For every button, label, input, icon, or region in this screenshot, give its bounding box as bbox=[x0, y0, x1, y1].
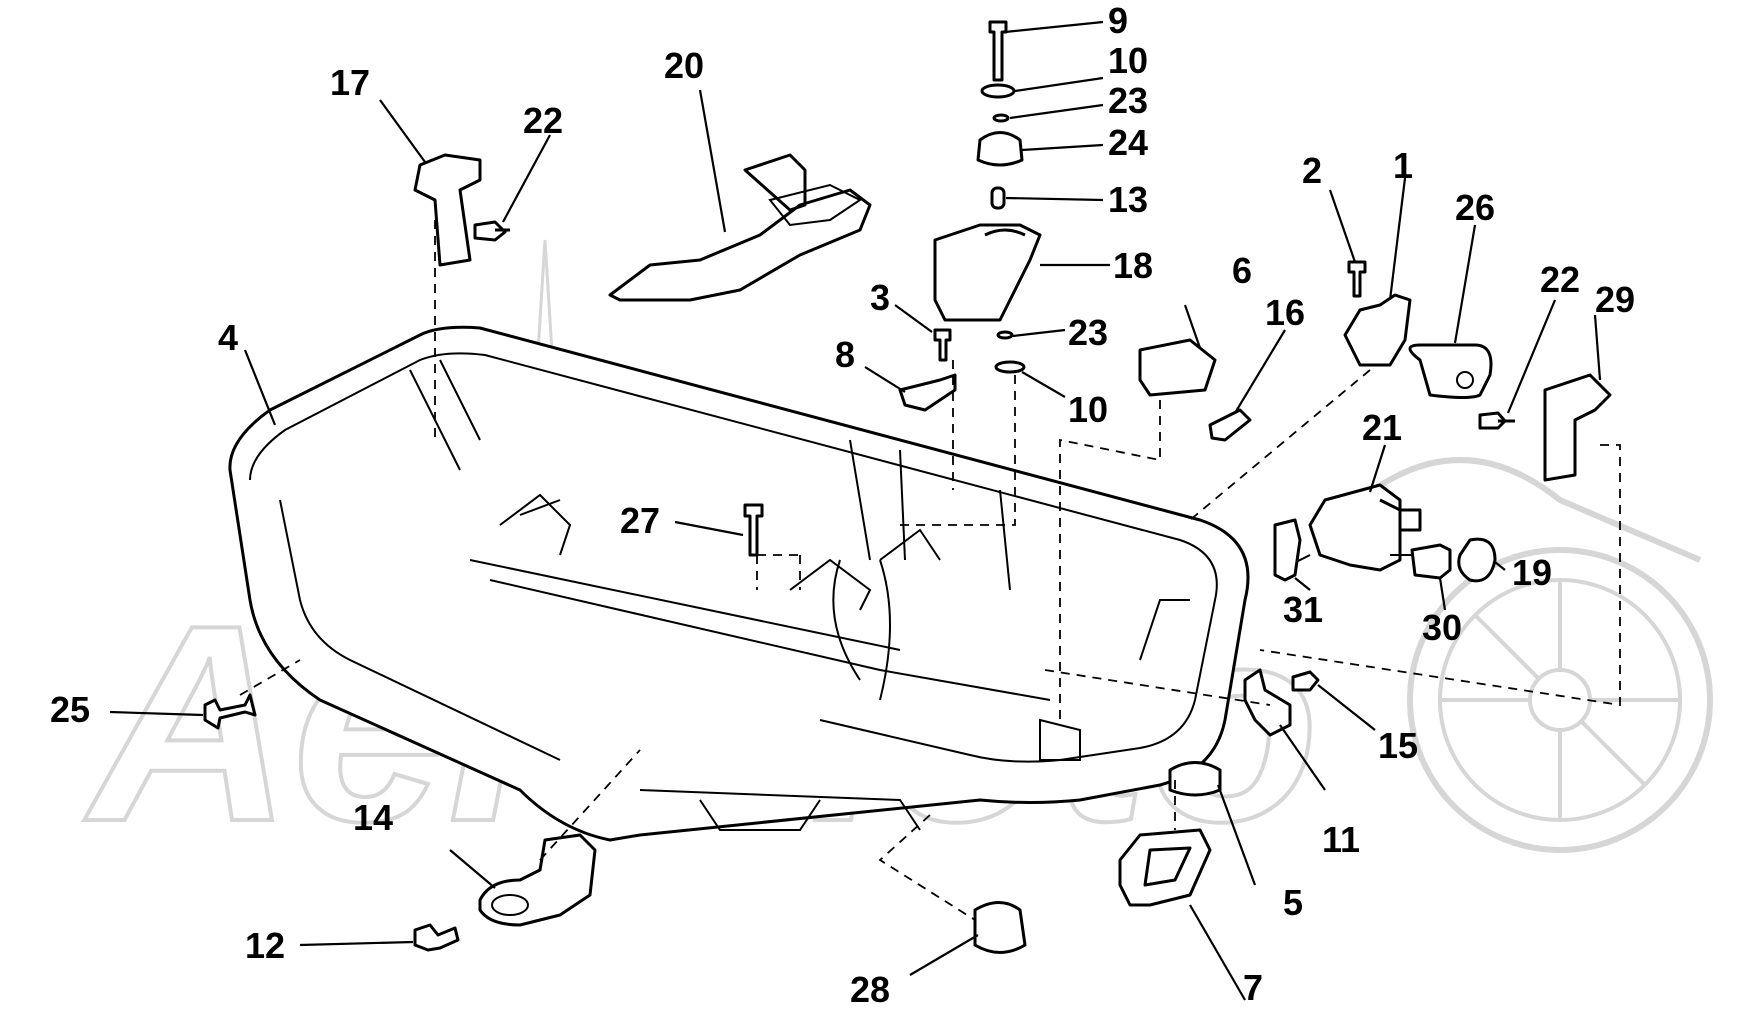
part-11-bracket bbox=[1243, 668, 1292, 737]
part-31-gasket bbox=[1273, 518, 1302, 582]
callout-28: 28 bbox=[850, 969, 890, 1010]
callout-25: 25 bbox=[50, 689, 90, 730]
part-9-bolt bbox=[988, 20, 1008, 82]
part-17-latch bbox=[413, 153, 482, 267]
callout-15: 15 bbox=[1378, 725, 1418, 766]
part-10-washer-top bbox=[980, 83, 1016, 99]
part-2-screw bbox=[1347, 260, 1367, 298]
callout-20: 20 bbox=[664, 45, 704, 86]
leader-lines bbox=[109, 20, 1602, 1001]
part-23-washer-low bbox=[996, 330, 1014, 340]
part-7-bumper bbox=[1118, 828, 1212, 907]
callout-19: 19 bbox=[1512, 552, 1552, 593]
callout-22-left: 22 bbox=[523, 100, 563, 141]
callout-24: 24 bbox=[1108, 122, 1148, 163]
callout-labels: 1 2 3 4 5 6 7 8 9 10 10 11 12 13 14 15 1… bbox=[50, 0, 1635, 1010]
callout-3: 3 bbox=[870, 277, 890, 318]
callout-29: 29 bbox=[1595, 279, 1635, 320]
callout-2: 2 bbox=[1302, 150, 1322, 191]
callout-17: 17 bbox=[330, 62, 370, 103]
callout-6: 6 bbox=[1232, 250, 1252, 291]
part-28-grommet bbox=[973, 901, 1027, 954]
part-16-clip bbox=[1208, 408, 1252, 442]
part-12-screw bbox=[413, 923, 460, 952]
callout-11: 11 bbox=[1322, 819, 1360, 860]
part-19-clamp bbox=[1457, 537, 1497, 583]
callout-10-top: 10 bbox=[1108, 40, 1148, 81]
callout-7: 7 bbox=[1243, 967, 1263, 1008]
callout-8: 8 bbox=[835, 334, 855, 375]
part-3-screw bbox=[933, 328, 952, 362]
part-22-screw-right bbox=[1478, 411, 1515, 430]
callout-23-top: 23 bbox=[1108, 80, 1148, 121]
part-8-clip bbox=[898, 373, 957, 412]
callout-31: 31 bbox=[1283, 589, 1323, 630]
callout-14: 14 bbox=[353, 797, 393, 838]
callout-26: 26 bbox=[1455, 187, 1495, 228]
part-13-spacer bbox=[990, 186, 1006, 210]
part-10-washer-low bbox=[994, 360, 1026, 374]
callout-27: 27 bbox=[620, 500, 660, 541]
callout-13: 13 bbox=[1108, 179, 1148, 220]
callout-12: 12 bbox=[245, 925, 285, 966]
callout-16: 16 bbox=[1265, 292, 1305, 333]
part-1-bracket bbox=[1343, 293, 1412, 367]
callout-5: 5 bbox=[1283, 882, 1303, 923]
callout-21: 21 bbox=[1362, 407, 1402, 448]
part-30-plug bbox=[1410, 543, 1452, 580]
part-6-cap bbox=[1138, 338, 1217, 397]
callout-1: 1 bbox=[1393, 145, 1413, 186]
part-26-cylinder bbox=[1408, 343, 1493, 399]
callout-4: 4 bbox=[218, 317, 238, 358]
callout-9: 9 bbox=[1108, 0, 1128, 41]
callout-22-right: 22 bbox=[1540, 259, 1580, 300]
callout-23-low: 23 bbox=[1068, 312, 1108, 353]
part-21-fitting bbox=[1308, 483, 1422, 572]
callout-18: 18 bbox=[1113, 245, 1153, 286]
callout-30: 30 bbox=[1422, 607, 1462, 648]
alignment-lines bbox=[239, 220, 1621, 921]
part-5-grommet bbox=[1168, 761, 1222, 797]
watermark-wheel-icon bbox=[1407, 547, 1713, 853]
part-23-washer-top bbox=[992, 113, 1010, 123]
part-24-grommet bbox=[976, 131, 1024, 167]
part-25-screw bbox=[203, 693, 257, 730]
callout-10-low: 10 bbox=[1068, 389, 1108, 430]
part-22-screw-left bbox=[473, 220, 510, 242]
part-18-mount bbox=[933, 223, 1042, 322]
part-15-screw bbox=[1291, 670, 1320, 692]
part-29-latch bbox=[1543, 373, 1612, 482]
part-20-bracket bbox=[608, 153, 872, 302]
